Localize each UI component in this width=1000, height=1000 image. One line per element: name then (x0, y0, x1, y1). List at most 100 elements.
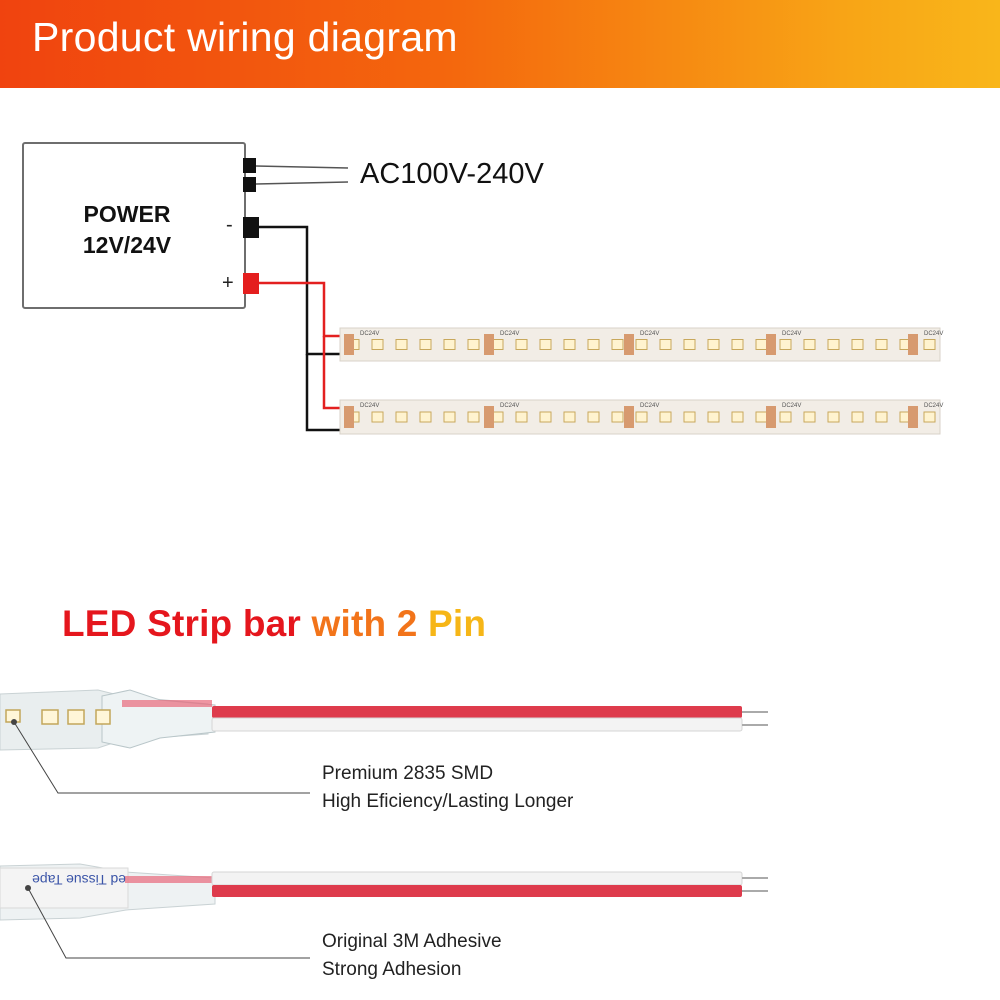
strip-voltage-mark: DC24V (500, 331, 519, 337)
strip-voltage-mark: DC24V (640, 331, 659, 337)
led-chip (563, 339, 576, 350)
callout-pointer-2 (27, 887, 310, 959)
strip-voltage-mark: DC24V (360, 331, 379, 337)
copper-pad (344, 334, 354, 355)
led-chip (371, 411, 384, 423)
strip-voltage-mark: DC24V (640, 403, 659, 409)
section-title-part1: LED Strip bar (62, 603, 312, 644)
callout-adhesive: Original 3M Adhesive Strong Adhesion (322, 928, 502, 984)
led-chip (851, 339, 864, 350)
tape-print-text: ed Tissue Tape (32, 872, 126, 888)
callout-smd-line2: High Eficiency/Lasting Longer (322, 791, 574, 812)
callout-smd-line1: Premium 2835 SMD (322, 763, 494, 784)
led-chip (731, 411, 744, 423)
copper-pad (908, 406, 918, 428)
led-chip (827, 339, 840, 350)
strip-voltage-mark: DC24V (782, 331, 801, 337)
callout-adhesive-line2: Strong Adhesion (322, 959, 462, 980)
negative-wire-2 (305, 354, 344, 432)
led-chip (515, 339, 528, 350)
led-chip (923, 411, 936, 423)
callout-adhesive-line1: Original 3M Adhesive (322, 931, 502, 952)
power-label: POWER (83, 201, 171, 227)
led-chip (803, 411, 816, 423)
copper-pad (484, 334, 494, 355)
led-chip (755, 339, 768, 350)
copper-pad (766, 406, 776, 428)
minus-sign: - (226, 214, 233, 236)
led-chip (539, 411, 552, 423)
section-title-part3: Pin (428, 603, 487, 644)
led-chip (467, 339, 480, 350)
smd-led (41, 709, 59, 725)
led-chip (779, 411, 792, 423)
led-chip (659, 339, 672, 350)
led-chip (563, 411, 576, 423)
ac-terminal-top (243, 158, 256, 173)
smd-led (67, 709, 85, 725)
strip-voltage-mark: DC24V (360, 403, 379, 409)
led-chip (539, 339, 552, 350)
copper-pad (766, 334, 776, 355)
negative-wire (259, 225, 344, 356)
led-chip (683, 339, 696, 350)
led-chip (803, 339, 816, 350)
led-chip (659, 411, 672, 423)
positive-wire-2 (322, 336, 344, 410)
led-chip (371, 339, 384, 350)
led-chip (755, 411, 768, 423)
strip-voltage-mark: DC24V (924, 331, 943, 337)
led-chip (635, 339, 648, 350)
led-chip (443, 339, 456, 350)
page-title: Product wiring diagram (32, 14, 458, 60)
section-title: LED Strip bar with 2 Pin (62, 603, 486, 645)
led-chip (467, 411, 480, 423)
led-chip (611, 339, 624, 350)
strip-voltage-mark: DC24V (924, 403, 943, 409)
led-chip (707, 411, 720, 423)
strip-voltage-mark: DC24V (782, 403, 801, 409)
callout-smd: Premium 2835 SMD High Eficiency/Lasting … (322, 760, 573, 816)
led-chip (515, 411, 528, 423)
led-chip (875, 411, 888, 423)
section-title-part2: with 2 (311, 603, 429, 644)
positive-terminal (243, 273, 259, 294)
led-chip (419, 411, 432, 423)
power-supply-box (22, 142, 246, 309)
callout-pointer-1 (13, 721, 310, 794)
strip-voltage-mark: DC24V (500, 403, 519, 409)
led-chip (923, 339, 936, 350)
copper-pad (624, 334, 634, 355)
led-chip (779, 339, 792, 350)
positive-wire (259, 281, 344, 338)
strip-end-adhesive-cable: ed Tissue Tape (0, 863, 768, 921)
header-banner: Product wiring diagram (0, 0, 1000, 88)
copper-pad (908, 334, 918, 355)
smd-led (95, 709, 111, 725)
led-chip (875, 339, 888, 350)
plus-sign: + (222, 272, 234, 294)
led-chip (731, 339, 744, 350)
copper-pad (624, 406, 634, 428)
led-chip (683, 411, 696, 423)
led-chip (395, 339, 408, 350)
ac-terminal-bottom (243, 177, 256, 192)
strip-end-pin-cable-top (0, 689, 768, 751)
led-chip (611, 411, 624, 423)
negative-terminal (243, 217, 259, 238)
led-chip (851, 411, 864, 423)
led-strip-bottom: DC24V DC24V DC24V DC24V DC24V (339, 399, 943, 435)
led-chip (635, 411, 648, 423)
led-chip (419, 339, 432, 350)
copper-pad (484, 406, 494, 428)
led-chip (587, 339, 600, 350)
led-chip (443, 411, 456, 423)
led-chip (587, 411, 600, 423)
voltage-label: 12V/24V (82, 232, 172, 258)
led-chip (395, 411, 408, 423)
copper-pad (344, 406, 354, 428)
led-strip-top: DC24V DC24V DC24V DC24V DC24V (339, 327, 943, 362)
ac-input-label: AC100V-240V (360, 158, 544, 190)
led-chip (827, 411, 840, 423)
